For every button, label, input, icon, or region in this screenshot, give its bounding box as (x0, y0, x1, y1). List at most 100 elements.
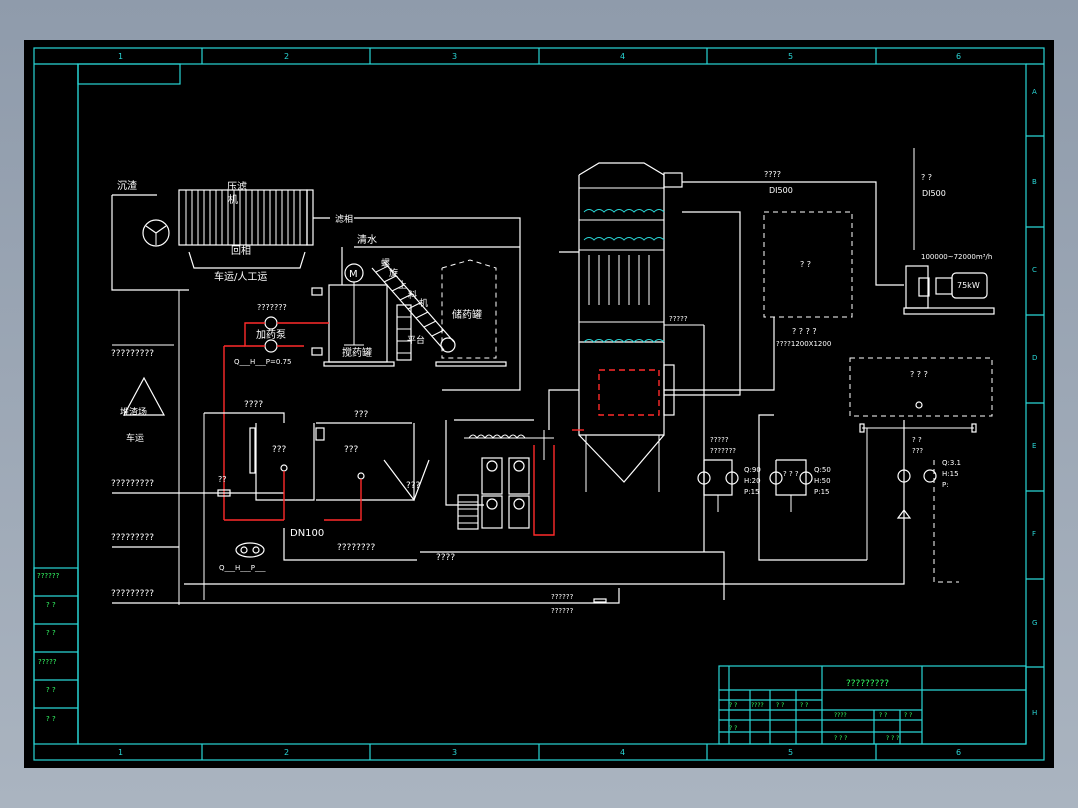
tank-b-label: ??? (344, 445, 359, 455)
col-number: 5 (788, 748, 793, 757)
motor-pump-1 (481, 457, 503, 495)
right-tank-label: ? ? ? (910, 370, 928, 379)
title-cell: ? ? (800, 702, 808, 709)
margin-label: ? ? (46, 715, 56, 723)
chimney-dia-label: DI500 (922, 189, 946, 198)
pump-group-right-q: Q:3.1 (942, 459, 961, 467)
duct-dia-label: DI500 (769, 186, 793, 195)
title-cell: ? ? (904, 712, 912, 719)
pump-group-mid-p: P:15 (814, 488, 830, 496)
fan-motor (951, 272, 988, 299)
title-cell: ? ? ? (834, 735, 847, 742)
drawing-canvas: 1 2 3 4 5 6 1 2 3 4 5 6 A B C D E F G H … (24, 40, 1054, 768)
tank-a (255, 423, 315, 501)
motor-pump-3 (481, 495, 503, 529)
column-numbers-bottom: 1 2 3 4 5 6 (118, 748, 961, 757)
col-number: 6 (956, 52, 961, 61)
col-number: 1 (118, 748, 123, 757)
title-cell: ? ? (729, 725, 737, 732)
pipe-label-3: ????????? (111, 533, 154, 543)
pump-group-right-b: ??? (912, 447, 923, 455)
pump-group-mid-label: ? ? ? (783, 470, 799, 478)
drawing-title: ????????? (846, 679, 889, 689)
filter-press-label: 压滤 (227, 180, 247, 193)
pump-group-left-b: ??????? (710, 447, 736, 455)
bottom-pipe-label: ???? (436, 553, 455, 563)
left-margin-labels: ?????? ? ? ? ? ????? ? ? ? ? (37, 572, 60, 723)
sludge-inlet-label: 沉渣 (117, 179, 137, 192)
platform (396, 304, 412, 361)
filter-press: 沉渣 压滤 机 回相 车运/人工运 滤相 (111, 179, 521, 391)
margin-label: ? ? (46, 601, 56, 609)
truck-manual-label: 车运/人工运 (214, 270, 267, 283)
pump-group-left-q: Q:90 (744, 466, 761, 474)
dosing-pump-label: 加药泵 (256, 329, 286, 341)
col-number: 5 (788, 52, 793, 61)
col-number: 3 (452, 52, 457, 61)
dashed-box-center (763, 211, 853, 318)
sedimentation-tanks: ???? ??? ??? ??? ??? ?? DN100 ???????? Q… (203, 400, 725, 615)
tower-shell (578, 162, 665, 343)
row-letter: C (1032, 266, 1037, 274)
pump-group-right-p: P: (942, 481, 949, 489)
row-letter: D (1032, 354, 1037, 362)
title-block: ????????? ? ? ???? ? ? ? ? ???? ? ? ? ? … (718, 665, 1027, 745)
small-q-label: ?? (218, 475, 227, 484)
pipe-mid-label: ???????? (337, 543, 375, 553)
chimney-q-label: ? ? (921, 173, 932, 182)
svg-text:M: M (349, 269, 358, 280)
col-number: 1 (118, 52, 123, 61)
row-letter: F (1032, 530, 1036, 538)
platform-label: 平台 (407, 334, 425, 346)
title-cell: ???? (751, 702, 764, 709)
filtrate-label: 滤相 (335, 213, 353, 225)
pipe-label-2: ????????? (111, 479, 154, 489)
drawing-frame (33, 47, 1045, 761)
col-number: 4 (620, 52, 625, 61)
dosing-pump-2-icon (264, 339, 278, 353)
sludge-yard (122, 376, 166, 416)
col-number: 2 (284, 748, 289, 757)
pump-group-right-a: ? ? (912, 436, 922, 444)
hydraulic-motor-icon (142, 219, 170, 247)
absorption-tower: ????? (548, 162, 705, 552)
margin-label: ? ? (46, 686, 56, 694)
yard-label: 堆渣场 (120, 406, 147, 418)
duct-top-label: ???? (764, 170, 781, 179)
clear-water-label: 清水 (357, 233, 377, 246)
box-size-b: ????1200X1200 (776, 340, 831, 348)
pump-group-left-a: ????? (710, 436, 729, 444)
col-number: 4 (620, 748, 625, 757)
pump-group-left-p: P:15 (744, 488, 760, 496)
bottom-pump-icon (235, 542, 265, 558)
screw-feeder-label: 上 (398, 280, 407, 291)
reagent-pumps (445, 419, 555, 536)
screw-feeder-label: 机 (419, 297, 428, 309)
row-letter: G (1032, 619, 1037, 627)
title-cell: ? ? (879, 712, 887, 719)
dosing-system: 清水 M 搅药罐 螺 旋 上 料 机 平台 (223, 233, 520, 521)
storage-tank (441, 259, 497, 359)
right-tank: ? ? ? ? ? ??? Q:3.1 H:15 P: ????? ??????… (184, 357, 993, 585)
margin-label: ? ? (46, 629, 56, 637)
pipe-label-1: ????????? (111, 349, 154, 359)
row-letter: A (1032, 88, 1037, 96)
motor-pump-2 (508, 457, 530, 495)
tank-a-label: ??? (272, 445, 287, 455)
title-cell: ? ? (729, 702, 737, 709)
row-letter: B (1032, 178, 1037, 186)
left-area: ????????? 堆渣场 车运 ????????? ????????? ???… (111, 290, 620, 605)
cone-label: ??? (406, 481, 421, 491)
box-size-a: ? ? ? ? (792, 327, 817, 336)
motor-pump-4 (508, 495, 530, 529)
row-letter: H (1032, 709, 1037, 717)
mixing-tank-label: 搅药罐 (342, 346, 372, 359)
duct-fan: ???? DI500 ? ? ? ? ? ? ????1200X1200 ? ?… (664, 148, 995, 396)
pump-group-mid-q: Q:50 (814, 466, 831, 474)
title-cell: ???? (834, 712, 847, 719)
screw-feeder-label: 料 (408, 289, 417, 301)
pump-group-left-h: H:20 (744, 477, 761, 485)
pump-group-mid-h: H:50 (814, 477, 831, 485)
col-number: 2 (284, 52, 289, 61)
col-number: 6 (956, 748, 961, 757)
